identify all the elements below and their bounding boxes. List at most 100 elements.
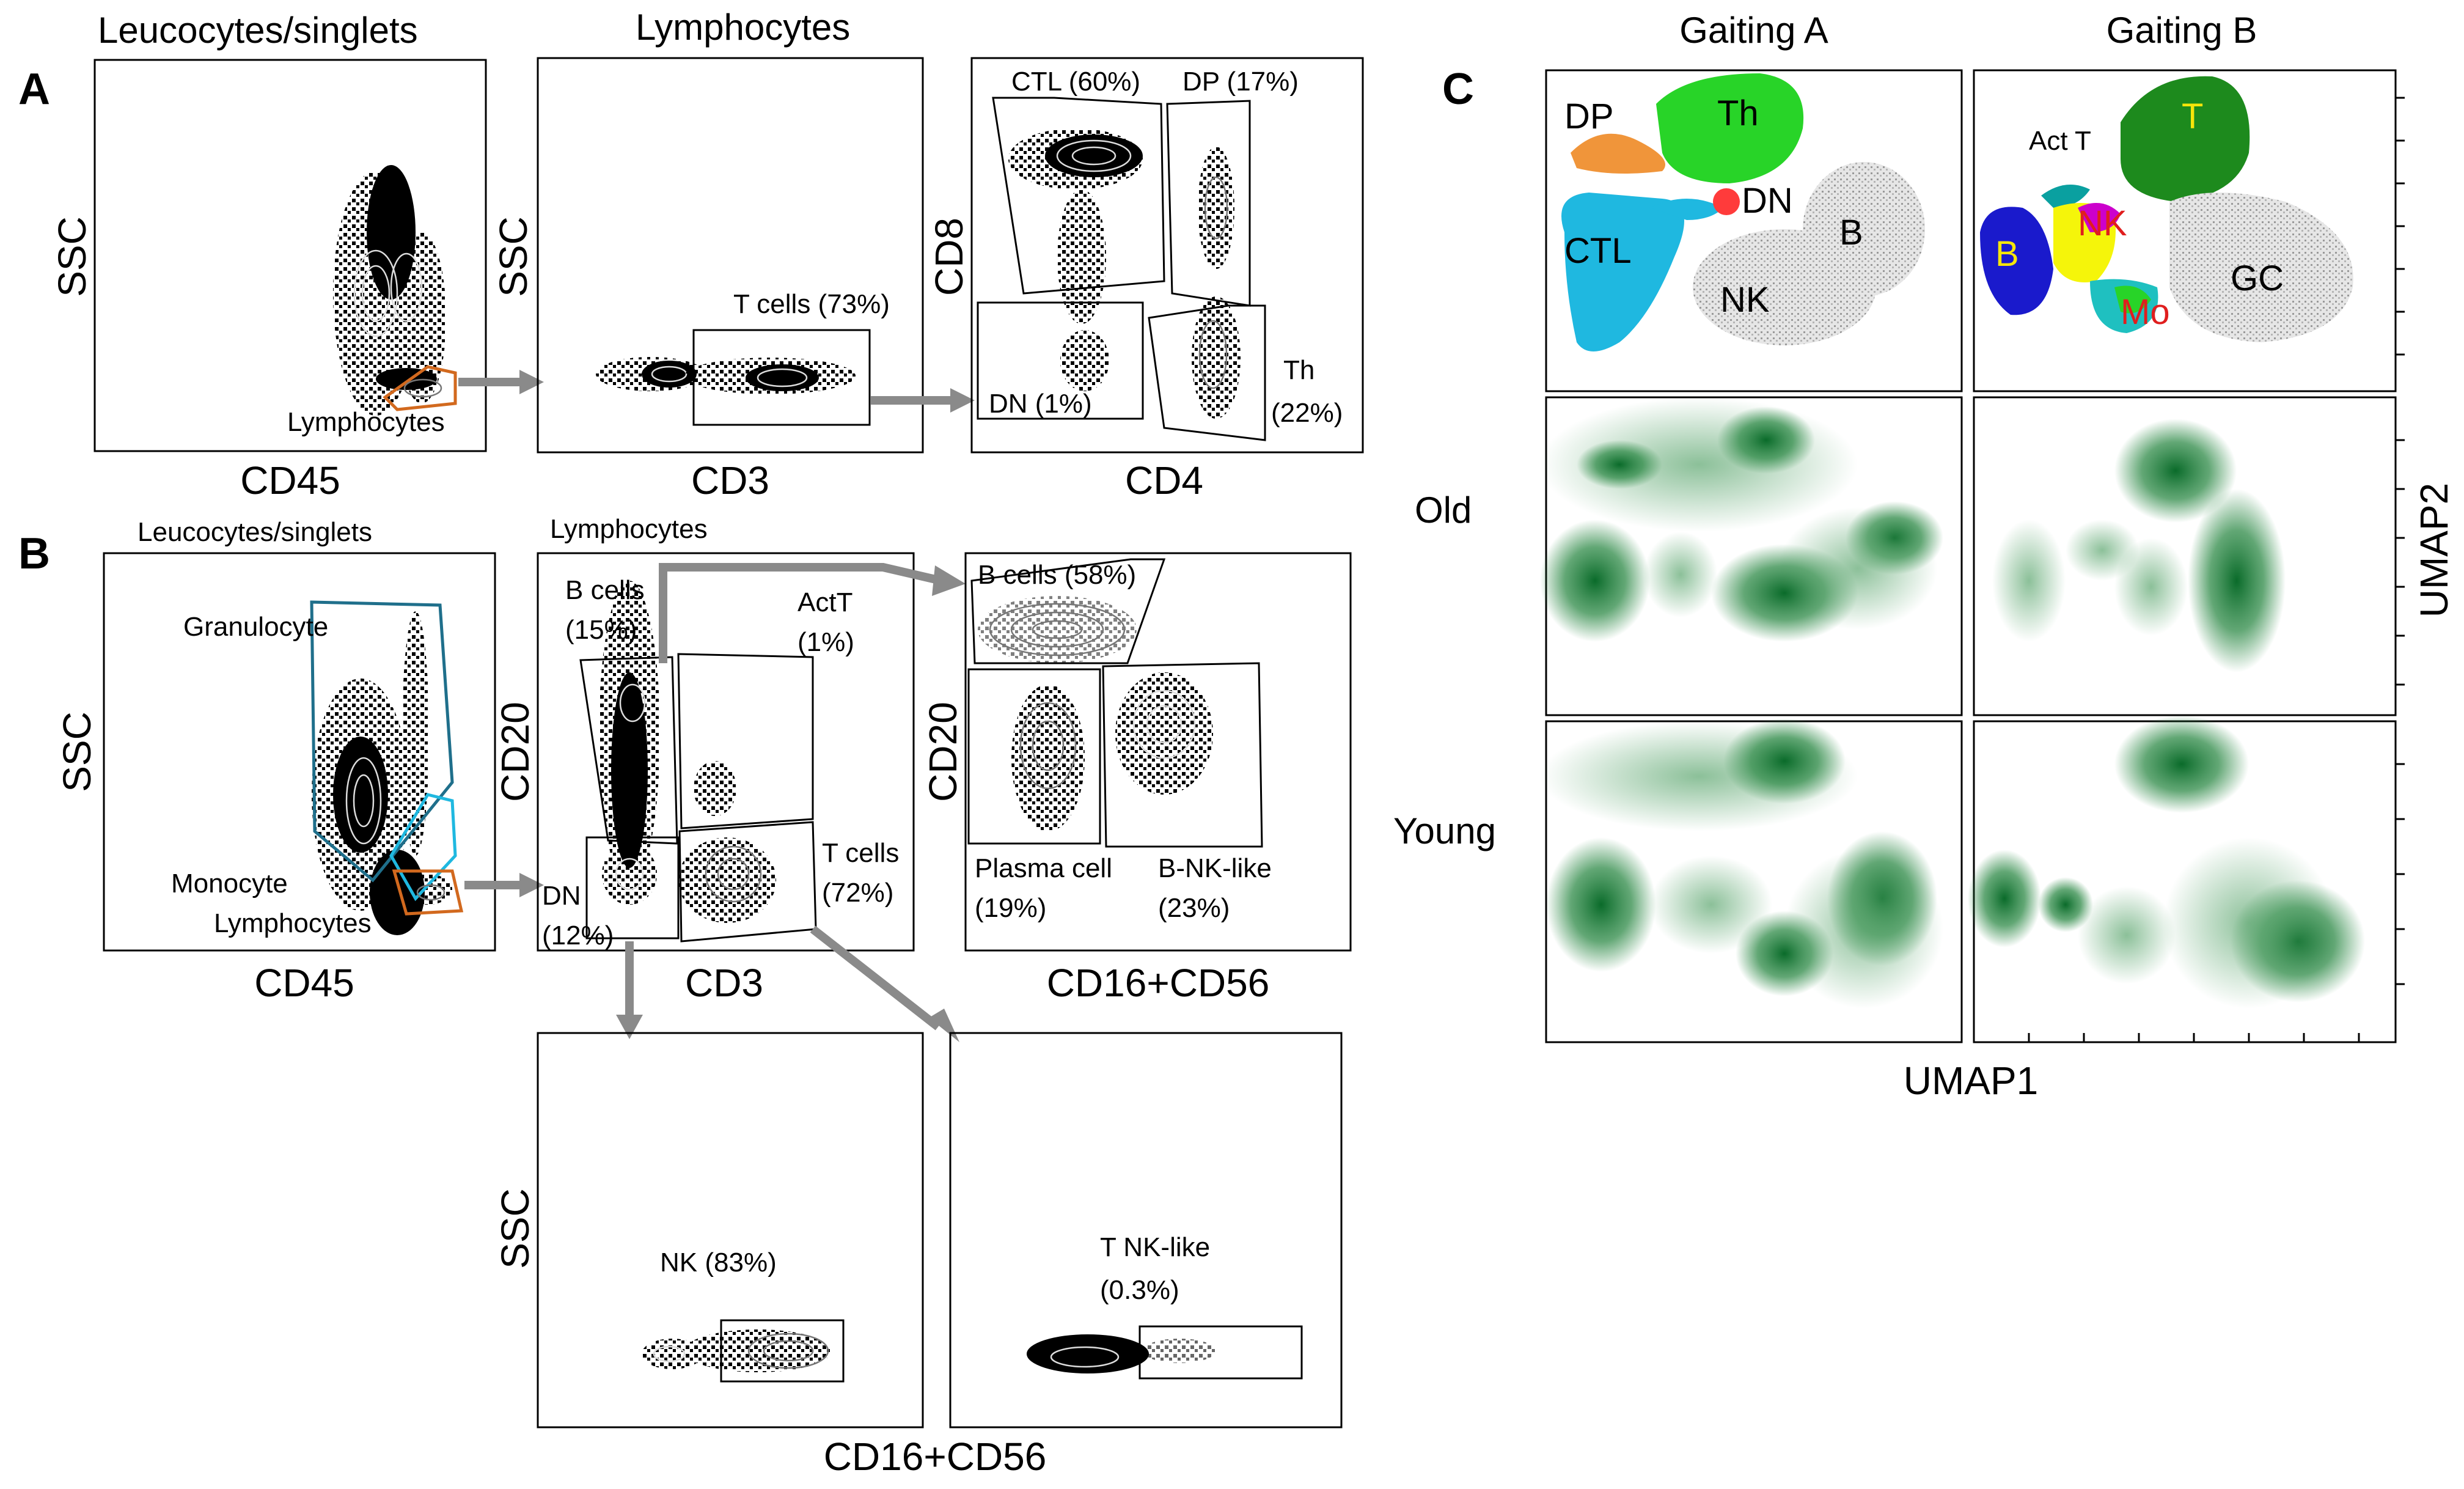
a3-gate-dn: DN (1%)	[989, 389, 1092, 419]
b2-xlabel: CD3	[685, 961, 763, 1005]
b2-plot-frame	[537, 552, 915, 952]
b1-gate-lymphocytes: Lymphocytes	[214, 908, 372, 938]
b1-xlabel: CD45	[254, 961, 354, 1005]
a1-scatter	[333, 165, 446, 416]
b2-actt-gate	[677, 653, 814, 829]
a3-xlabel: CD4	[1125, 458, 1203, 502]
a3-gate-th-pct: (22%)	[1271, 398, 1343, 428]
b-shared-xlabel: CD16+CD56	[824, 1435, 1047, 1479]
c-a-label-ctl: CTL	[1564, 231, 1632, 271]
b3-ylabel: CD20	[921, 702, 965, 802]
b1-scatter	[312, 611, 452, 935]
b2-gate-dn: DN	[542, 881, 581, 911]
b4-plot-frame	[537, 1032, 924, 1428]
a2-title: Lymphocytes	[636, 7, 850, 48]
arrow-a2-a3-head	[950, 388, 975, 413]
a3-gate-ctl: CTL (60%)	[1011, 67, 1140, 97]
a2-ylabel: SSC	[491, 216, 535, 297]
a3-gate-th: Th	[1283, 355, 1314, 385]
c-ylabel: UMAP2	[2412, 483, 2456, 618]
b3-plot-frame	[964, 552, 1352, 952]
a3-dn-gate	[977, 301, 1144, 420]
b2-title: Lymphocytes	[550, 514, 708, 544]
panel-letter-c: C	[1442, 65, 1474, 114]
b2-dn-gate	[585, 836, 680, 939]
b4-nk-gate	[720, 1319, 845, 1383]
c-row-young: Young	[1393, 811, 1496, 851]
b3-gate-bnk: B-NK-like	[1158, 853, 1272, 883]
b3-gate-bnk-pct: (23%)	[1158, 893, 1230, 923]
b4-scatter	[642, 1329, 831, 1372]
panel-letter-b: B	[18, 529, 50, 578]
arrow-b2-b3-head	[932, 565, 966, 596]
c-young-a-density	[1540, 718, 1943, 1009]
b3-gate-plasma: Plasma cell	[975, 853, 1112, 883]
c-a-label-th: Th	[1717, 94, 1759, 133]
a1-plot-frame	[94, 59, 487, 452]
b3-bnk-gate	[1102, 662, 1263, 848]
b2-scatter	[599, 581, 776, 923]
b1-title: Leucocytes/singlets	[138, 517, 372, 547]
arrow-a1-a2-head	[519, 370, 544, 394]
c-right-ticks	[2396, 97, 2405, 985]
b1-gate-granulocyte: Granulocyte	[183, 612, 328, 642]
c-a-label-dn: DN	[1742, 181, 1793, 221]
b2-gate-tcells: T cells	[822, 838, 899, 868]
b4-ylabel: SSC	[493, 1188, 537, 1269]
c-a-cluster-frame	[1545, 69, 1963, 392]
b2-gate-bcells-pct: (15%)	[565, 615, 637, 645]
b3-xlabel: CD16+CD56	[1047, 961, 1270, 1005]
b3-gate-plasma-pct: (19%)	[975, 893, 1046, 923]
b5-gate-tnk: T NK-like	[1100, 1232, 1210, 1262]
c-old-b-density	[1992, 419, 2286, 672]
a2-tcell-gate	[692, 329, 871, 426]
c-col-title-a: Gaiting A	[1679, 10, 1828, 51]
arrow-b2-b3	[659, 563, 942, 663]
b1-gate-monocyte: Monocyte	[171, 869, 288, 899]
b2-gate-dn-pct: (12%)	[542, 921, 614, 950]
a1-lymphocyte-gate	[383, 365, 457, 411]
c-bottom-ticks	[2028, 1033, 2360, 1042]
b4-gate-nk: NK (83%)	[660, 1248, 777, 1278]
b2-gate-actt: ActT	[798, 587, 853, 617]
b3-scatter	[978, 596, 1213, 831]
b2-gate-actt-pct: (1%)	[798, 627, 854, 657]
a2-xlabel: CD3	[691, 458, 769, 502]
panel-letter-a: A	[18, 65, 50, 114]
c-b-label-actt: Act T	[2029, 126, 2091, 156]
b2-ylabel: CD20	[493, 702, 537, 802]
c-a-label-b: B	[1839, 213, 1863, 252]
a1-ylabel: SSC	[50, 216, 94, 297]
c-a-label-dp: DP	[1564, 97, 1614, 136]
c-b-label-mo: Mo	[2121, 292, 2170, 332]
c-young-b-density	[1968, 715, 2365, 1009]
b1-granulocyte-gate	[310, 600, 454, 883]
c-b-label-gc: GC	[2231, 259, 2284, 298]
b3-gate-bcells: B cells (58%)	[978, 560, 1136, 590]
c-b-label-nk: NK	[2078, 204, 2127, 243]
a2-plot-frame	[537, 57, 924, 454]
b3-plasma-gate	[967, 668, 1101, 845]
b2-bcell-gate	[579, 656, 678, 845]
c-col-title-b: Gaiting B	[2106, 10, 2257, 51]
b1-plot-frame	[103, 552, 496, 952]
a3-ylabel: CD8	[927, 218, 971, 296]
c-a-label-nk: NK	[1720, 280, 1770, 320]
c-old-a-density	[1540, 397, 1943, 642]
b3-bcell-gate	[970, 558, 1166, 664]
c-old-b-frame	[1973, 396, 2397, 716]
b5-plot-frame	[949, 1032, 1343, 1428]
arrow-b1-b2-head	[519, 873, 544, 897]
b1-ylabel: SSC	[55, 711, 99, 792]
b5-tnk-gate	[1138, 1325, 1303, 1380]
c-b-label-b: B	[1995, 234, 2019, 274]
a1-xlabel: CD45	[240, 458, 340, 502]
b5-scatter	[1027, 1334, 1216, 1373]
a3-gate-dp: DP (17%)	[1182, 67, 1299, 97]
c-a-clusters	[1561, 73, 1925, 351]
b2-gate-tcells-pct: (72%)	[822, 878, 893, 908]
c-b-label-t: T	[2182, 97, 2203, 136]
arrow-b2-b5	[810, 925, 941, 1031]
c-b-cluster-frame	[1973, 69, 2397, 392]
